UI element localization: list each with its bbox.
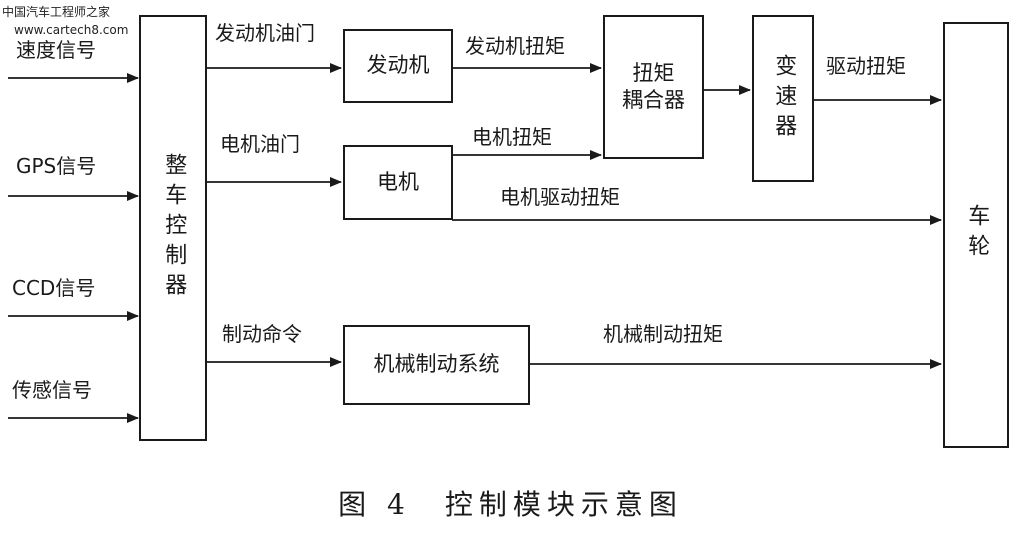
mechanical-brake-label: 机械制动系统 (373, 352, 500, 377)
engine-label: 发动机 (366, 53, 430, 78)
input-label-speed: 速度信号 (16, 38, 96, 62)
torque-coupler-block: 扭矩 耦合器 (603, 15, 704, 159)
signal-label-motor-torque: 电机扭矩 (472, 125, 552, 149)
input-label-ccd: CCD信号 (12, 276, 96, 300)
watermark-site-name: 中国汽车工程师之家 (2, 5, 111, 19)
signal-label-motor-drive-torque: 电机驱动扭矩 (500, 185, 620, 209)
wheel-block: 车轮 (943, 22, 1009, 448)
engine-block: 发动机 (343, 29, 453, 103)
wheel-label: 车轮 (964, 204, 990, 264)
vehicle-controller-label: 整车控制器 (161, 153, 187, 303)
signal-label-brake-command: 制动命令 (222, 322, 302, 346)
transmission-block: 变速器 (752, 15, 814, 182)
input-label-gps: GPS信号 (16, 154, 97, 178)
figure-caption: 图 4 控制模块示意图 (338, 488, 683, 521)
mechanical-brake-block: 机械制动系统 (343, 325, 530, 405)
signal-label-motor-throttle: 电机油门 (220, 132, 300, 156)
signal-label-drive-torque: 驱动扭矩 (826, 54, 906, 78)
torque-coupler-label-line2: 耦合器 (622, 88, 685, 112)
signal-label-mechanical-brake-torque: 机械制动扭矩 (603, 322, 723, 346)
torque-coupler-label-line1: 扭矩 (632, 60, 675, 85)
transmission-label: 变速器 (771, 53, 797, 144)
input-label-sensor: 传感信号 (12, 378, 92, 402)
watermark-site-url: www.cartech8.com (14, 23, 129, 37)
motor-block: 电机 (343, 145, 453, 220)
vehicle-controller-block: 整车控制器 (139, 15, 207, 441)
motor-label: 电机 (377, 169, 419, 194)
signal-label-engine-throttle: 发动机油门 (215, 21, 315, 45)
signal-label-engine-torque: 发动机扭矩 (465, 34, 565, 58)
